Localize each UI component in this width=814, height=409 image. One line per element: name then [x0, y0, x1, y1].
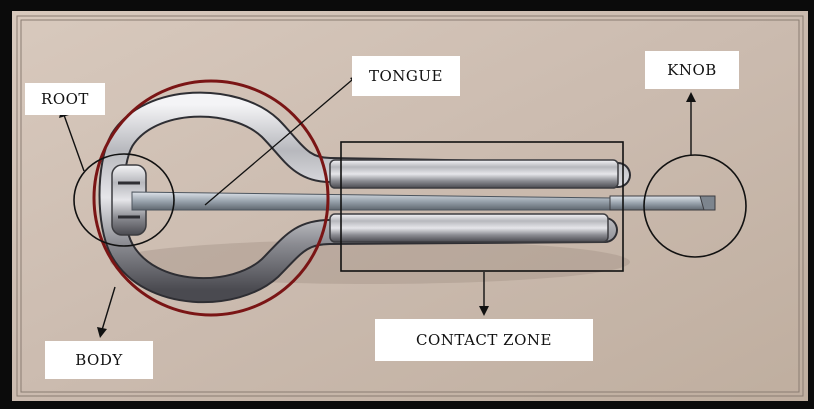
contact-zone-label: CONTACT ZONE: [375, 319, 593, 361]
body-label: BODY: [45, 341, 153, 379]
root-label: ROOT: [25, 83, 105, 115]
trigger-bar: [610, 196, 706, 210]
upper-arm: [330, 160, 618, 188]
tongue-label: TONGUE: [352, 56, 460, 96]
lower-arm: [330, 214, 608, 242]
knob-label: KNOB: [645, 51, 739, 89]
